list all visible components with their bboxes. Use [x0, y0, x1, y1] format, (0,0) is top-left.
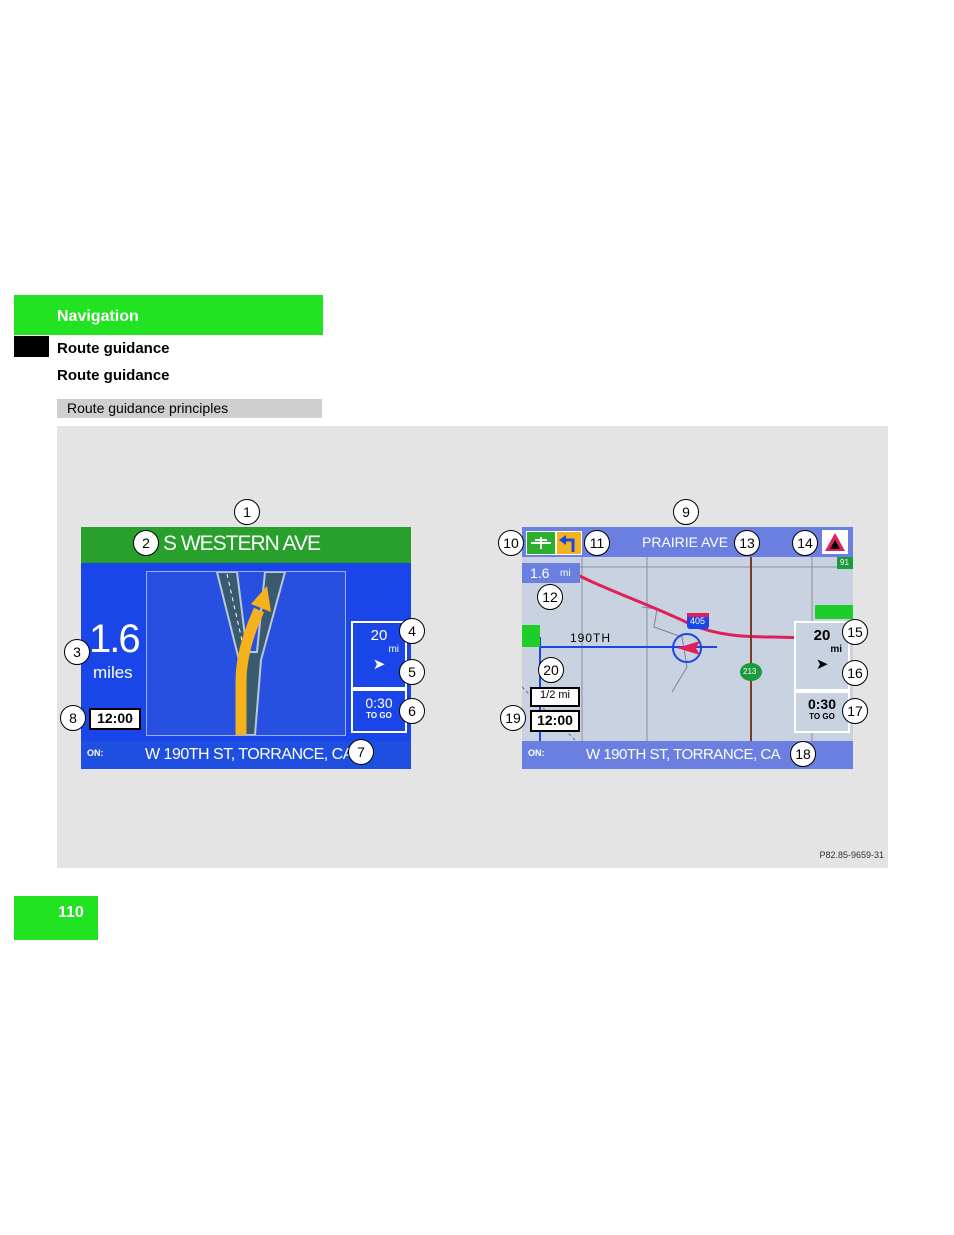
- callout-2: 2: [133, 530, 159, 556]
- page-number-tab: 110: [14, 896, 98, 940]
- scale-unit: mi: [830, 644, 842, 655]
- section-marker: [14, 336, 49, 357]
- box-title-bar: Route guidance principles: [57, 399, 322, 418]
- callout-4: 4: [399, 618, 425, 644]
- time-label: TO GO: [366, 711, 392, 720]
- section-header: Navigation: [14, 295, 323, 335]
- cursor-icon: ➤: [815, 656, 829, 673]
- figure-panel: S WESTERN AVE 1.6 miles 20 mi ➤ 0:30 TO …: [57, 426, 888, 868]
- callout-19: 19: [500, 705, 526, 731]
- section-title: Navigation: [57, 308, 139, 325]
- next-street-name: S WESTERN AVE: [163, 532, 321, 555]
- distance-value: 1.6: [530, 565, 550, 581]
- on-label: ON:: [528, 748, 545, 758]
- distance-badge: 1.6 mi: [522, 563, 580, 583]
- time-label: TO GO: [809, 712, 835, 721]
- subsection-title: Route guidance: [57, 340, 170, 357]
- callout-14: 14: [792, 530, 818, 556]
- current-street: W 190TH ST, TORRANCE, CA: [586, 746, 781, 763]
- callout-20: 20: [538, 657, 564, 683]
- callout-7: 7: [348, 739, 374, 765]
- current-street: W 190TH ST, TORRANCE, CA: [145, 746, 353, 763]
- route-91-label: 91: [840, 558, 849, 567]
- scale-value: 20: [370, 627, 388, 644]
- callout-3: 3: [64, 639, 90, 665]
- callout-8: 8: [60, 705, 86, 731]
- figure-code: P82.85-9659-31: [819, 850, 884, 860]
- time-to-go-box[interactable]: 0:30 TO GO: [794, 691, 850, 733]
- clock: 12:00: [89, 708, 141, 730]
- callout-18: 18: [790, 741, 816, 767]
- box-title: Route guidance principles: [67, 400, 229, 416]
- clock: 12:00: [530, 710, 580, 732]
- page-number: 110: [58, 904, 84, 921]
- map-screen-right: 405 213 213 91 PRAIRIE AVE 1.6 mi 190TH …: [522, 527, 853, 769]
- callout-1: 1: [234, 499, 260, 525]
- time-value: 0:30: [365, 695, 393, 711]
- fork-arrow-icon: [215, 571, 287, 736]
- callout-11: 11: [584, 530, 610, 556]
- scale-unit: mi: [388, 644, 399, 655]
- guidance-mode-icon[interactable]: [526, 531, 556, 555]
- distance-unit: mi: [560, 568, 571, 579]
- on-label: ON:: [87, 748, 104, 758]
- callout-10: 10: [498, 530, 524, 556]
- map-scale-indicator[interactable]: 1/2 mi: [530, 687, 580, 707]
- callout-12: 12: [537, 584, 563, 610]
- topic-title: Route guidance: [57, 367, 170, 384]
- callout-16: 16: [842, 660, 868, 686]
- cursor-icon: ➤: [372, 656, 386, 673]
- scale-value: 20: [813, 627, 831, 644]
- next-street-bar: S WESTERN AVE: [81, 527, 411, 563]
- map-scale-box[interactable]: 20 mi ➤: [794, 621, 850, 691]
- callout-9: 9: [673, 499, 699, 525]
- maneuver-panel: [146, 571, 346, 736]
- next-street-name: PRAIRIE AVE: [642, 534, 729, 550]
- callout-17: 17: [842, 698, 868, 724]
- north-up-icon[interactable]: [822, 530, 848, 554]
- distance-value: 1.6: [89, 617, 141, 661]
- callout-6: 6: [399, 698, 425, 724]
- guidance-screen-left: S WESTERN AVE 1.6 miles 20 mi ➤ 0:30 TO …: [81, 527, 411, 769]
- callout-5: 5: [399, 659, 425, 685]
- time-value: 0:30: [807, 696, 837, 712]
- callout-13: 13: [734, 530, 760, 556]
- road-label-190th: 190TH: [570, 631, 612, 645]
- freeway-405-label: 405: [690, 616, 706, 626]
- turn-left-icon[interactable]: [556, 531, 582, 555]
- route-213-label: 213: [743, 667, 757, 676]
- map-scale-box[interactable]: 20 mi ➤: [351, 621, 407, 689]
- callout-15: 15: [842, 619, 868, 645]
- distance-unit: miles: [93, 663, 133, 682]
